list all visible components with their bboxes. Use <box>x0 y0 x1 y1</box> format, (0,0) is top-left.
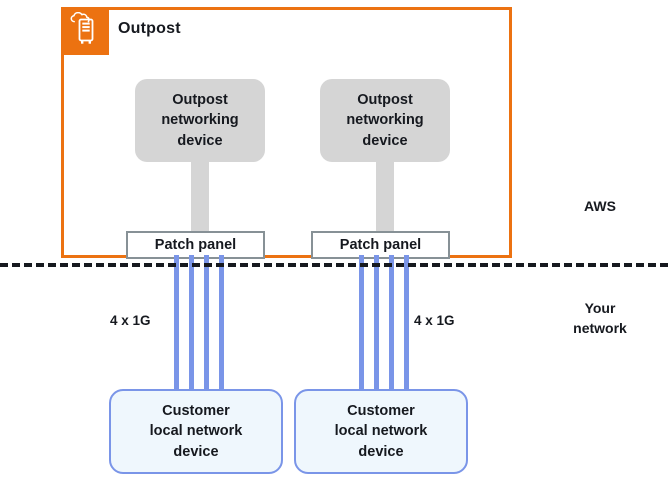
customer-local-network-device-right: Customer local network device <box>294 389 468 474</box>
cable-right-1 <box>359 255 364 393</box>
customer-device-label-line3: device <box>173 443 219 460</box>
patch-panel-label: Patch panel <box>154 237 237 253</box>
customer-device-label-line1: Customer <box>347 402 415 419</box>
outpost-title: Outpost <box>118 20 181 37</box>
connector-stem-left <box>191 158 209 232</box>
device-label-line3: device <box>362 132 408 149</box>
connector-stem-right <box>376 158 394 232</box>
device-label-line1: Outpost <box>172 91 228 108</box>
outpost-container <box>61 7 512 258</box>
patch-panel-right: Patch panel <box>311 231 450 259</box>
cable-left-2 <box>189 255 194 393</box>
customer-device-label-line2: local network <box>334 423 428 440</box>
device-label-line3: device <box>177 132 223 149</box>
customer-device-label-line1: Customer <box>162 402 230 419</box>
region-label-line1: Your <box>584 300 616 316</box>
outpost-header-badge <box>61 7 109 55</box>
customer-device-label-line3: device <box>358 443 404 460</box>
outpost-networking-device-left: Outpost networking device <box>135 79 265 162</box>
region-label-your-network: Your network <box>540 298 660 339</box>
customer-local-network-device-left: Customer local network device <box>109 389 283 474</box>
bandwidth-label-right: 4 x 1G <box>414 313 455 328</box>
bandwidth-label-left: 4 x 1G <box>110 313 151 328</box>
cable-right-3 <box>389 255 394 393</box>
device-label-line2: networking <box>346 112 424 129</box>
patch-panel-left: Patch panel <box>126 231 265 259</box>
patch-panel-label: Patch panel <box>339 237 422 253</box>
region-label-line2: network <box>573 320 627 337</box>
outpost-networking-device-right: Outpost networking device <box>320 79 450 162</box>
network-boundary-divider <box>0 263 668 267</box>
cable-right-4 <box>404 255 409 393</box>
customer-device-label-line2: local network <box>149 423 243 440</box>
cable-right-2 <box>374 255 379 393</box>
cable-left-3 <box>204 255 209 393</box>
device-label-line1: Outpost <box>357 91 413 108</box>
cable-left-4 <box>219 255 224 393</box>
device-label-line2: networking <box>161 112 239 129</box>
region-label-aws: AWS <box>584 198 616 214</box>
outpost-rack-icon <box>70 11 100 51</box>
cable-left-1 <box>174 255 179 393</box>
